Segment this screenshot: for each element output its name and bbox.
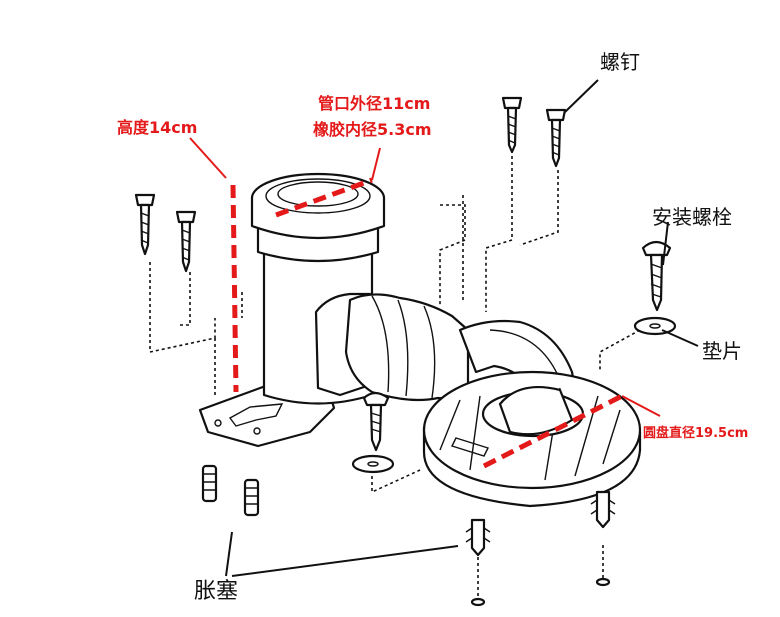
- screw-pair-left: [134, 193, 197, 273]
- assembly-guide-lines: [149, 150, 641, 598]
- drain-pipe-assembly: [198, 172, 582, 448]
- pipe-diameter-measure-line: [275, 177, 373, 218]
- disc-anchor-pair: [465, 490, 616, 607]
- screw-icon: [501, 96, 523, 154]
- measurement-marks: [230, 177, 624, 469]
- screw-icon: [175, 210, 197, 273]
- install-bolt-label: 安装螺栓: [652, 205, 732, 229]
- anchor-icon: [590, 490, 616, 587]
- screw-icon: [545, 108, 567, 168]
- screw-pair-top-right: [501, 96, 567, 168]
- rubber-inner-diameter-label: 橡胶内径5.3cm: [313, 120, 432, 139]
- washer-center: [351, 454, 395, 474]
- anchor-icon: [243, 478, 260, 517]
- leader-lines: [189, 79, 699, 577]
- center-bolt: [362, 391, 390, 452]
- pipe-outer-diameter-label: 管口外径11cm: [318, 94, 430, 113]
- round-disc-base: [422, 370, 642, 508]
- height-label: 高度14cm: [117, 118, 197, 137]
- install-bolt: [641, 240, 672, 312]
- wall-anchor-pair: [201, 464, 260, 517]
- anchors-label: 胀塞: [194, 579, 238, 604]
- height-measure-line: [230, 184, 239, 393]
- washer-right: [633, 316, 677, 336]
- screw-icon: [134, 193, 156, 256]
- anchor-icon: [201, 464, 218, 503]
- disc-diameter-measure-line: [482, 393, 624, 469]
- screws-label: 螺钉: [600, 50, 640, 74]
- disc-diameter-label: 圆盘直径19.5cm: [643, 425, 748, 441]
- washer-label: 垫片: [702, 339, 742, 363]
- anchor-icon: [465, 518, 491, 607]
